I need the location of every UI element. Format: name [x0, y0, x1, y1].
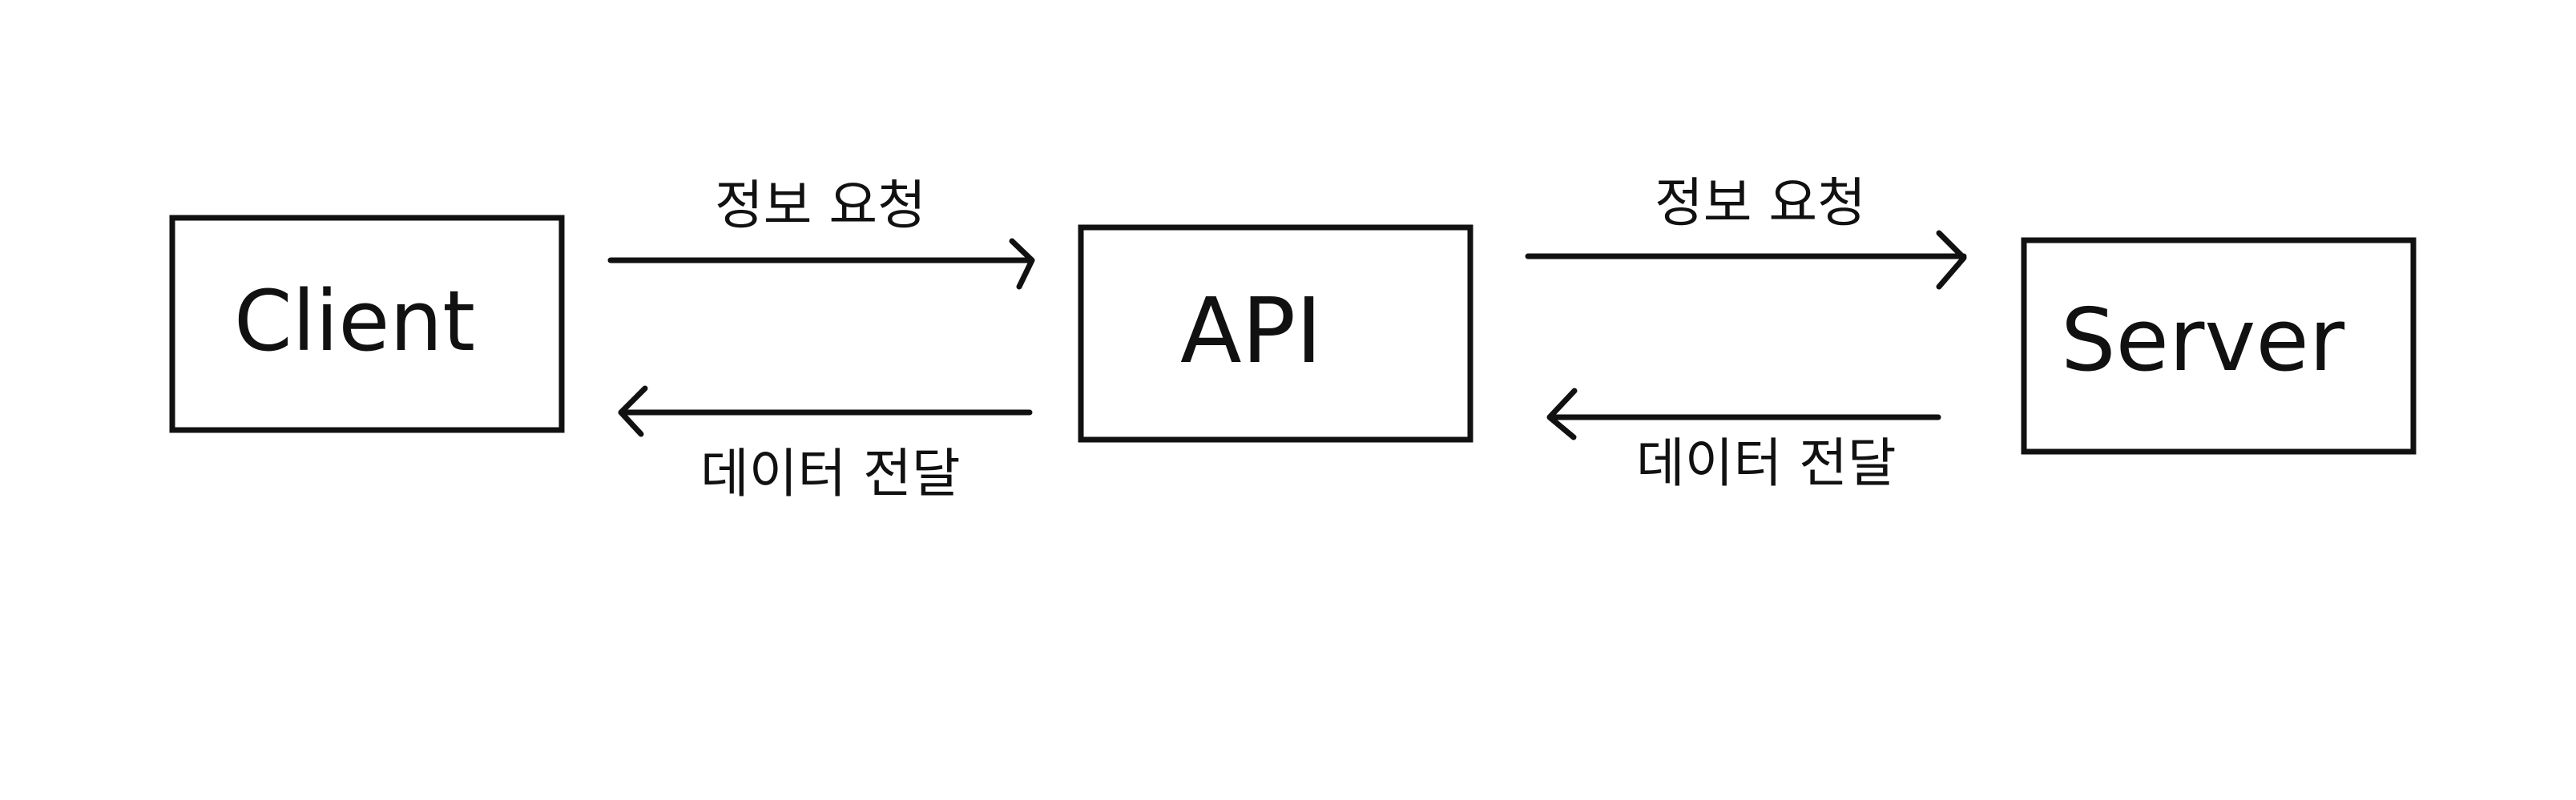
client-to-api-arrow: [607, 238, 1035, 290]
api-to-server-label: 정보 요청: [1655, 172, 1866, 234]
api-label: API: [1180, 279, 1322, 384]
server-node: Server: [2021, 237, 2417, 455]
api-to-client-label: 데이터 전달: [700, 443, 961, 505]
client-box: [169, 215, 565, 433]
server-to-api-label: 데이터 전달: [1636, 432, 1897, 494]
api-box: [1078, 224, 1473, 443]
server-box: [2021, 237, 2417, 455]
server-label: Server: [2061, 291, 2345, 391]
server-to-api-arrow: [1546, 388, 1941, 440]
api-to-server-edge: 정보 요청: [1525, 172, 1967, 290]
server-to-api-edge: 데이터 전달: [1546, 388, 1941, 494]
client-to-api-label: 정보 요청: [715, 175, 926, 236]
api-to-server-arrow: [1525, 230, 1967, 290]
client-label: Client: [234, 272, 475, 370]
api-node: API: [1078, 224, 1473, 443]
client-node: Client: [169, 215, 565, 433]
client-to-api-edge: 정보 요청: [607, 175, 1035, 290]
api-to-client-edge: 데이터 전달: [618, 385, 1033, 505]
api-to-client-arrow: [618, 385, 1033, 437]
